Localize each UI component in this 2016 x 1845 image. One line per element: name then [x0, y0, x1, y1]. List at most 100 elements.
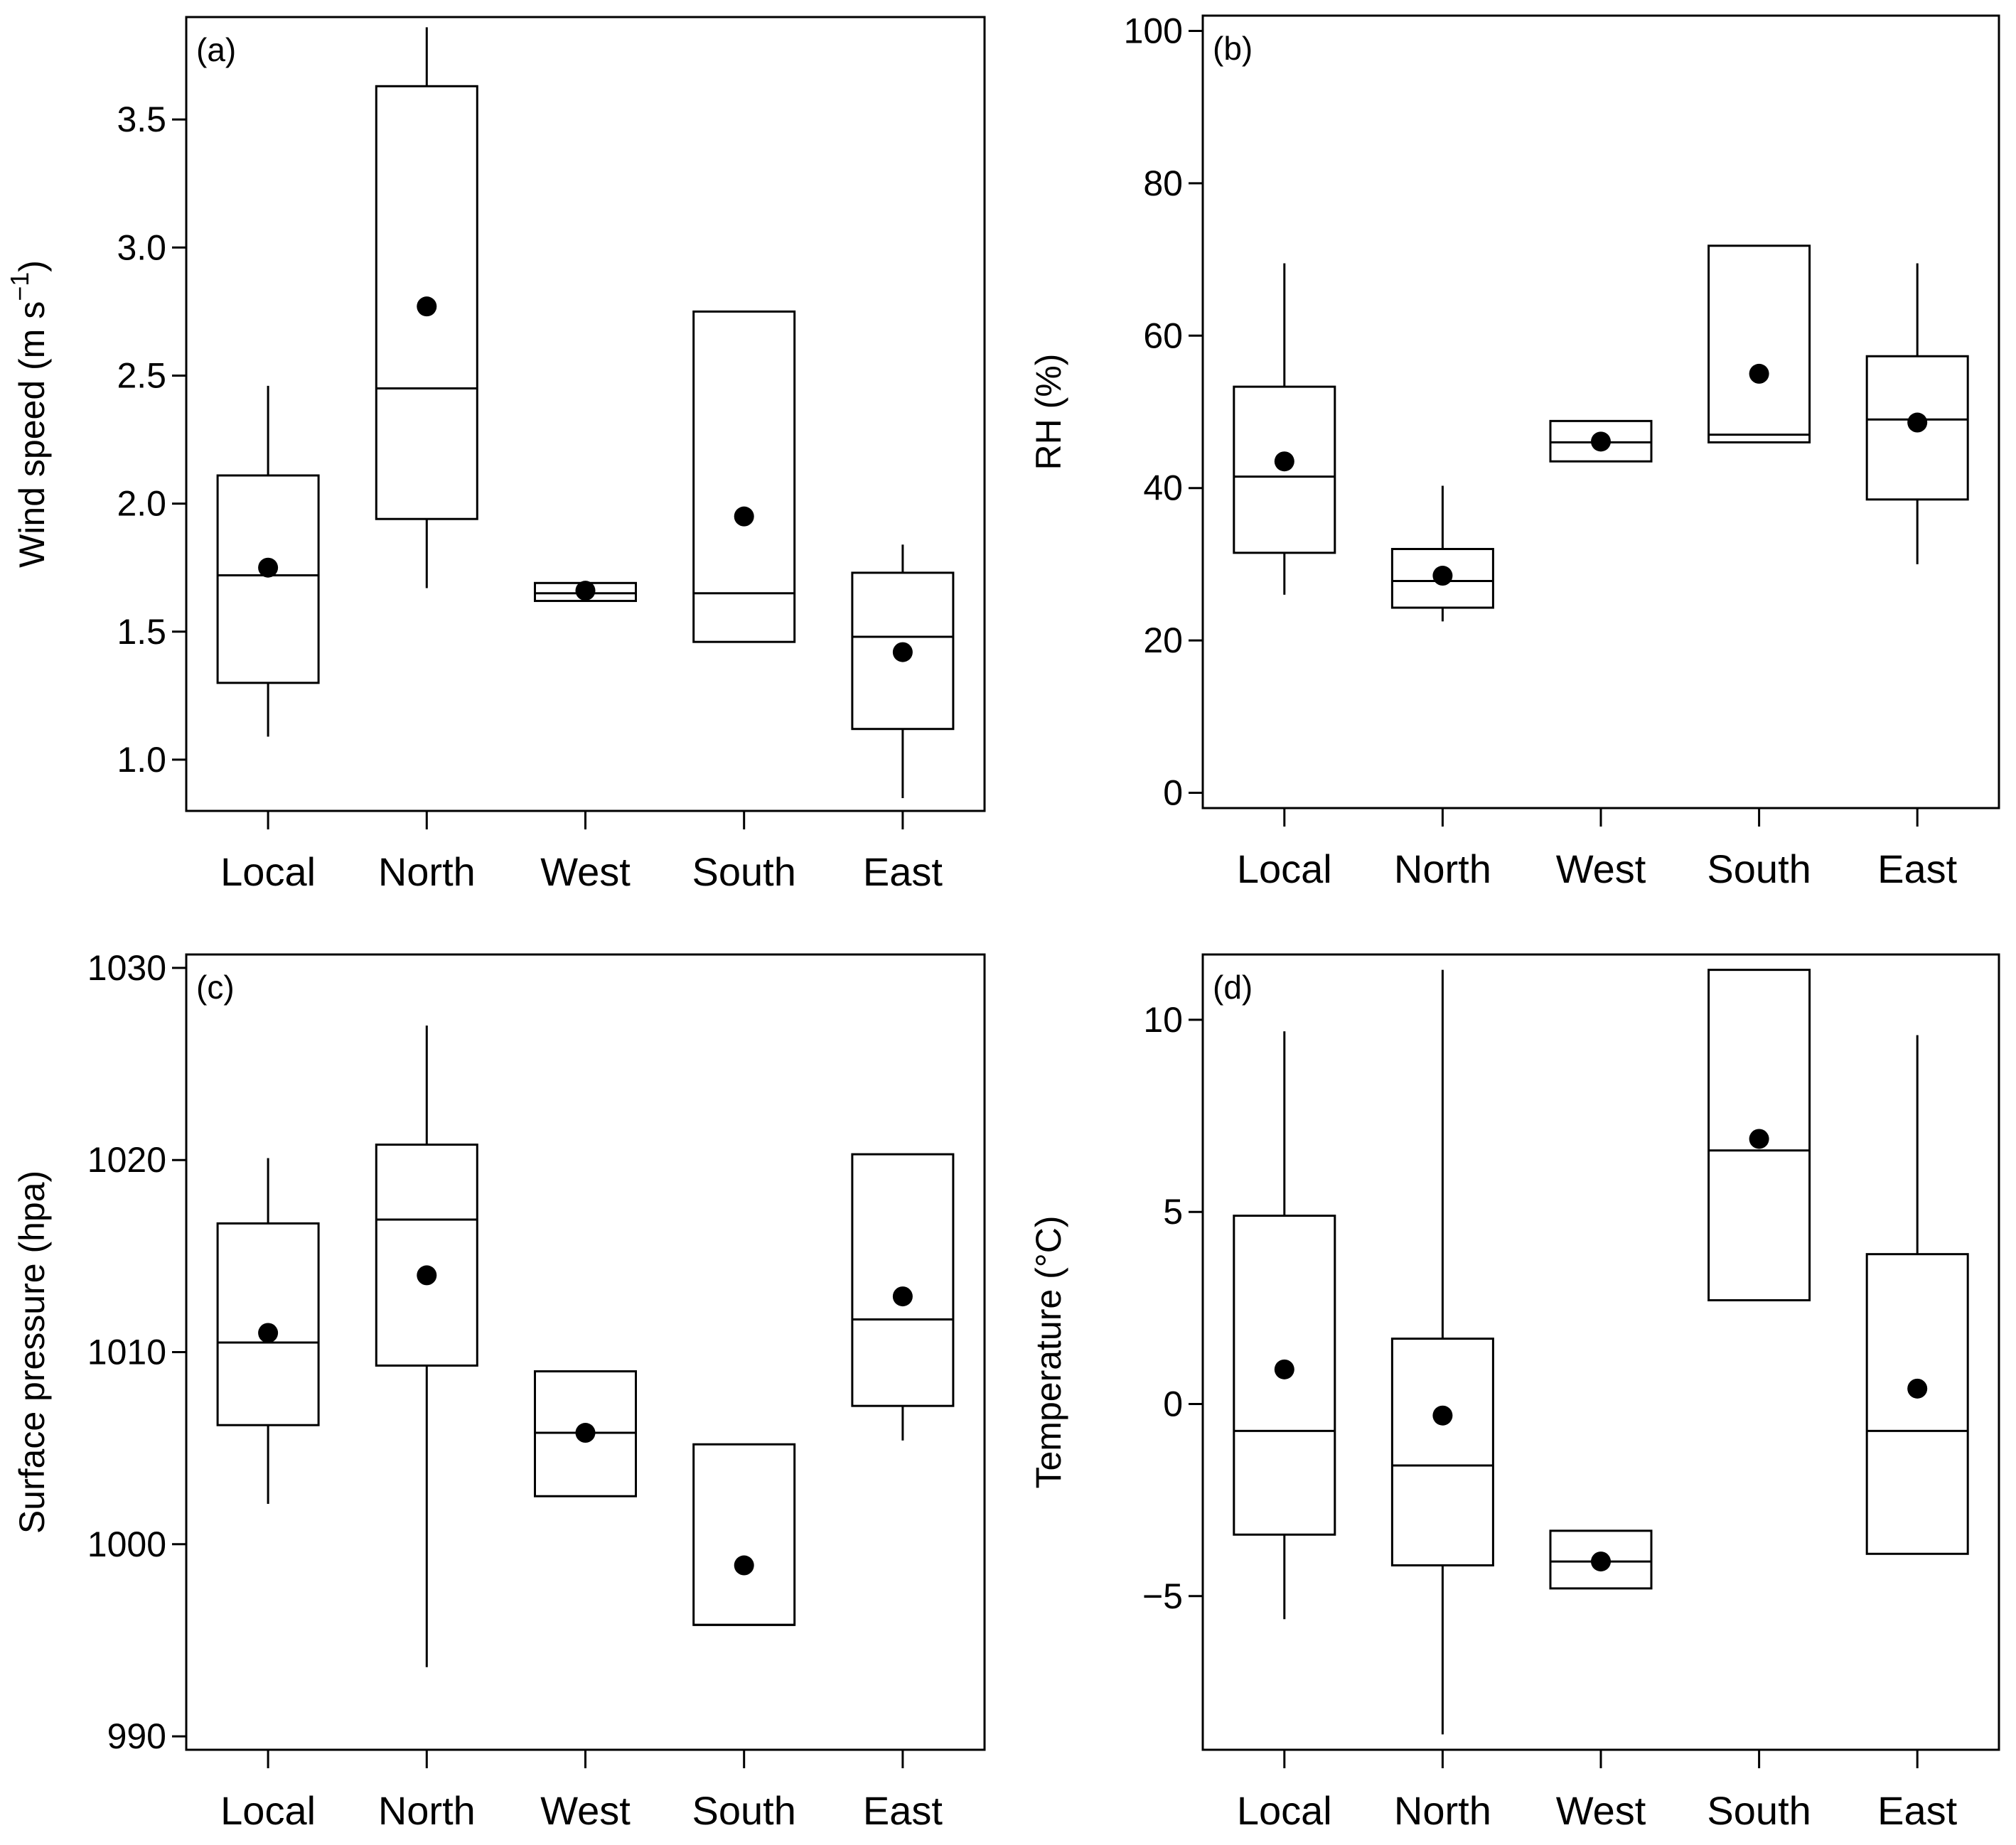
y-tick-label: 1000 — [87, 1524, 166, 1564]
y-axis-title-text: Temperature (°C) — [1029, 1216, 1068, 1489]
y-tick-label: 2.5 — [117, 355, 166, 395]
y-tick-label: 0 — [1163, 773, 1183, 813]
x-tick-label-south: South — [692, 849, 796, 894]
mean-point — [258, 1323, 279, 1343]
mean-point — [575, 581, 596, 601]
box-south — [1707, 244, 1811, 443]
box-north — [1390, 969, 1494, 1735]
box-west — [1549, 1529, 1653, 1590]
mean-point — [417, 1265, 437, 1286]
mean-point — [1274, 1359, 1294, 1379]
box-iqr — [851, 571, 955, 731]
x-tick-label-south: South — [1707, 846, 1811, 891]
y-axis-title-close: ) — [12, 260, 52, 272]
y-axis-title: Wind speed (m s−1) — [5, 260, 52, 568]
y-tick-label: 1030 — [87, 948, 166, 988]
x-tick-label-east: East — [863, 1788, 943, 1833]
x-tick-label-local: Local — [1237, 1788, 1332, 1833]
box-south — [692, 1443, 796, 1626]
mean-point — [1749, 363, 1769, 384]
box-local — [216, 385, 320, 737]
panel-label: (c) — [196, 969, 235, 1006]
x-tick-label-local: Local — [220, 1788, 316, 1833]
box-south — [1707, 969, 1811, 1302]
box-iqr — [1233, 1215, 1336, 1536]
y-axis-title-superscript: −1 — [5, 272, 34, 301]
x-tick-label-north: North — [378, 1788, 476, 1833]
y-axis-title: RH (%) — [1029, 354, 1068, 470]
box-iqr — [1233, 385, 1336, 554]
box-west — [534, 581, 637, 603]
x-tick-label-west: West — [1556, 1788, 1646, 1833]
box-iqr — [692, 310, 796, 643]
box-iqr — [1549, 419, 1653, 463]
x-tick-label-east: East — [863, 849, 943, 894]
y-tick-label: 0 — [1163, 1384, 1183, 1424]
panel-label: (a) — [196, 31, 236, 68]
mean-point — [734, 1555, 754, 1576]
x-tick-label-north: North — [1394, 1788, 1491, 1833]
x-tick-label-west: West — [540, 1788, 631, 1833]
box-iqr — [1390, 1338, 1494, 1567]
box-east — [851, 544, 955, 798]
plot-frame — [185, 953, 986, 1751]
x-tick-label-south: South — [692, 1788, 796, 1833]
y-tick-label: 1010 — [87, 1333, 166, 1372]
box-iqr — [1707, 969, 1811, 1302]
box-iqr — [851, 1153, 955, 1407]
y-axis-title: Temperature (°C) — [1029, 1216, 1068, 1489]
box-south — [692, 310, 796, 643]
x-tick-label-east: East — [1877, 846, 1957, 891]
box-north — [375, 1026, 478, 1667]
y-tick-label: 60 — [1143, 316, 1183, 355]
y-tick-label: 20 — [1143, 620, 1183, 660]
mean-point — [1749, 1129, 1769, 1149]
y-tick-label: 1020 — [87, 1140, 166, 1180]
y-tick-label: 990 — [107, 1716, 166, 1756]
x-tick-label-north: North — [378, 849, 476, 894]
y-tick-label: 5 — [1163, 1192, 1183, 1232]
box-local — [1233, 263, 1336, 595]
box-west — [1549, 419, 1653, 463]
mean-point — [734, 506, 754, 527]
mean-point — [1907, 412, 1928, 433]
x-tick-label-local: Local — [1237, 846, 1332, 891]
mean-point — [417, 296, 437, 317]
x-tick-label-local: Local — [220, 849, 316, 894]
mean-point — [1432, 566, 1453, 586]
mean-point — [1432, 1405, 1453, 1426]
y-tick-label: 2.0 — [117, 484, 166, 524]
y-tick-label: 10 — [1143, 1000, 1183, 1040]
box-local — [216, 1158, 320, 1505]
mean-point — [892, 1286, 913, 1307]
y-tick-label: 100 — [1124, 11, 1183, 50]
panel-label: (b) — [1213, 30, 1253, 67]
box-iqr — [1390, 547, 1494, 609]
box-iqr — [216, 474, 320, 684]
y-axis-title-text: RH (%) — [1029, 354, 1068, 470]
plot-frame — [185, 16, 986, 812]
box-iqr — [692, 1443, 796, 1626]
mean-point — [1591, 431, 1611, 452]
mean-point — [1591, 1551, 1611, 1572]
box-iqr — [1549, 1529, 1653, 1590]
box-local — [1233, 1031, 1336, 1620]
box-east — [851, 1153, 955, 1441]
plot-frame — [1201, 14, 2000, 809]
mean-point — [1907, 1378, 1928, 1399]
y-axis-title-text: Wind speed (m s — [12, 301, 52, 568]
y-axis-title-text: Surface pressure (hpa) — [12, 1171, 52, 1534]
box-iqr — [1865, 1253, 1969, 1555]
x-tick-label-west: West — [540, 849, 631, 894]
panel-label: (d) — [1213, 969, 1253, 1006]
box-east — [1865, 263, 1969, 564]
mean-point — [258, 557, 279, 578]
x-tick-label-north: North — [1394, 846, 1491, 891]
plot-frame — [1201, 953, 2000, 1751]
mean-point — [575, 1423, 596, 1443]
box-north — [1390, 485, 1494, 622]
y-tick-label: 40 — [1143, 468, 1183, 508]
